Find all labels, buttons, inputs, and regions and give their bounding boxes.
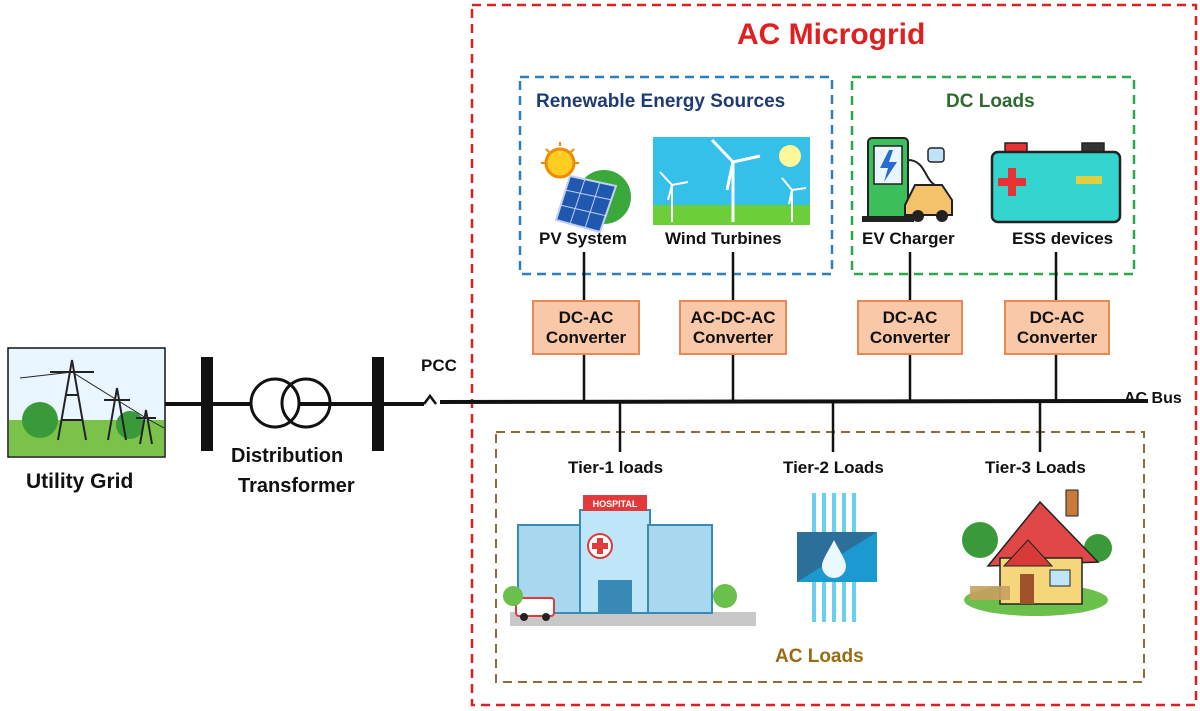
converter-line1: AC-DC-AC: [690, 307, 776, 327]
solar-panel-icon: [541, 142, 631, 234]
load-label-tier2: Tier-2 Loads: [783, 458, 884, 477]
converter-wind: AC-DC-AC Converter: [679, 300, 787, 355]
transformer-icon: [249, 377, 332, 429]
battery-icon: [990, 142, 1122, 224]
converter-ess: DC-AC Converter: [1004, 300, 1110, 355]
renewables-boundary: [518, 75, 834, 276]
converter-line2: Converter: [692, 327, 774, 347]
hospital-icon: HOSPITAL: [503, 495, 756, 626]
power-pylon-icon: [7, 347, 166, 458]
busbar-right: [372, 357, 384, 451]
load-label-tier3: Tier-3 Loads: [985, 458, 1086, 477]
converter-line2: Converter: [545, 327, 627, 347]
ac-bus-line: [439, 399, 1149, 404]
transformer-label-line1: Distribution: [231, 445, 344, 467]
source-label-ev: EV Charger: [862, 229, 955, 248]
hospital-sign: HOSPITAL: [593, 499, 638, 509]
ac-bus-label: AC Bus: [1124, 390, 1182, 407]
ac-loads-boundary: [495, 431, 1145, 683]
converter-line1: DC-AC: [1029, 307, 1085, 327]
microgrid-title: AC Microgrid: [737, 18, 926, 51]
ev-charger-icon: [862, 137, 953, 222]
renewables-title: Renewable Energy Sources: [536, 91, 786, 112]
source-label-wind: Wind Turbines: [665, 229, 782, 248]
load-label-tier1: Tier-1 loads: [568, 458, 664, 477]
ac-microgrid-boundary: [470, 3, 1198, 707]
ac-loads-title: AC Loads: [775, 646, 864, 667]
pcc-label: PCC: [421, 356, 457, 375]
converter-line1: DC-AC: [558, 307, 614, 327]
converter-line1: DC-AC: [882, 307, 938, 327]
wind-turbine-icon: [653, 137, 810, 225]
utility-grid-label: Utility Grid: [26, 470, 134, 493]
converter-ev: DC-AC Converter: [857, 300, 963, 355]
source-label-ess: ESS devices: [1012, 229, 1114, 248]
dc-loads-boundary: [850, 75, 1136, 276]
dc-loads-title: DC Loads: [946, 91, 1035, 112]
transformer-label-line2: Transformer: [238, 475, 355, 497]
converter-line2: Converter: [869, 327, 951, 347]
converter-line2: Converter: [1016, 327, 1098, 347]
busbar-left: [201, 357, 213, 451]
water-utility-icon: [797, 493, 877, 622]
house-icon: [962, 489, 1112, 616]
load-connectors: [618, 401, 1042, 452]
source-connectors: [582, 252, 1058, 401]
converter-pv: DC-AC Converter: [532, 300, 640, 355]
source-label-pv: PV System: [539, 229, 627, 248]
pcc-switch: [423, 393, 437, 405]
